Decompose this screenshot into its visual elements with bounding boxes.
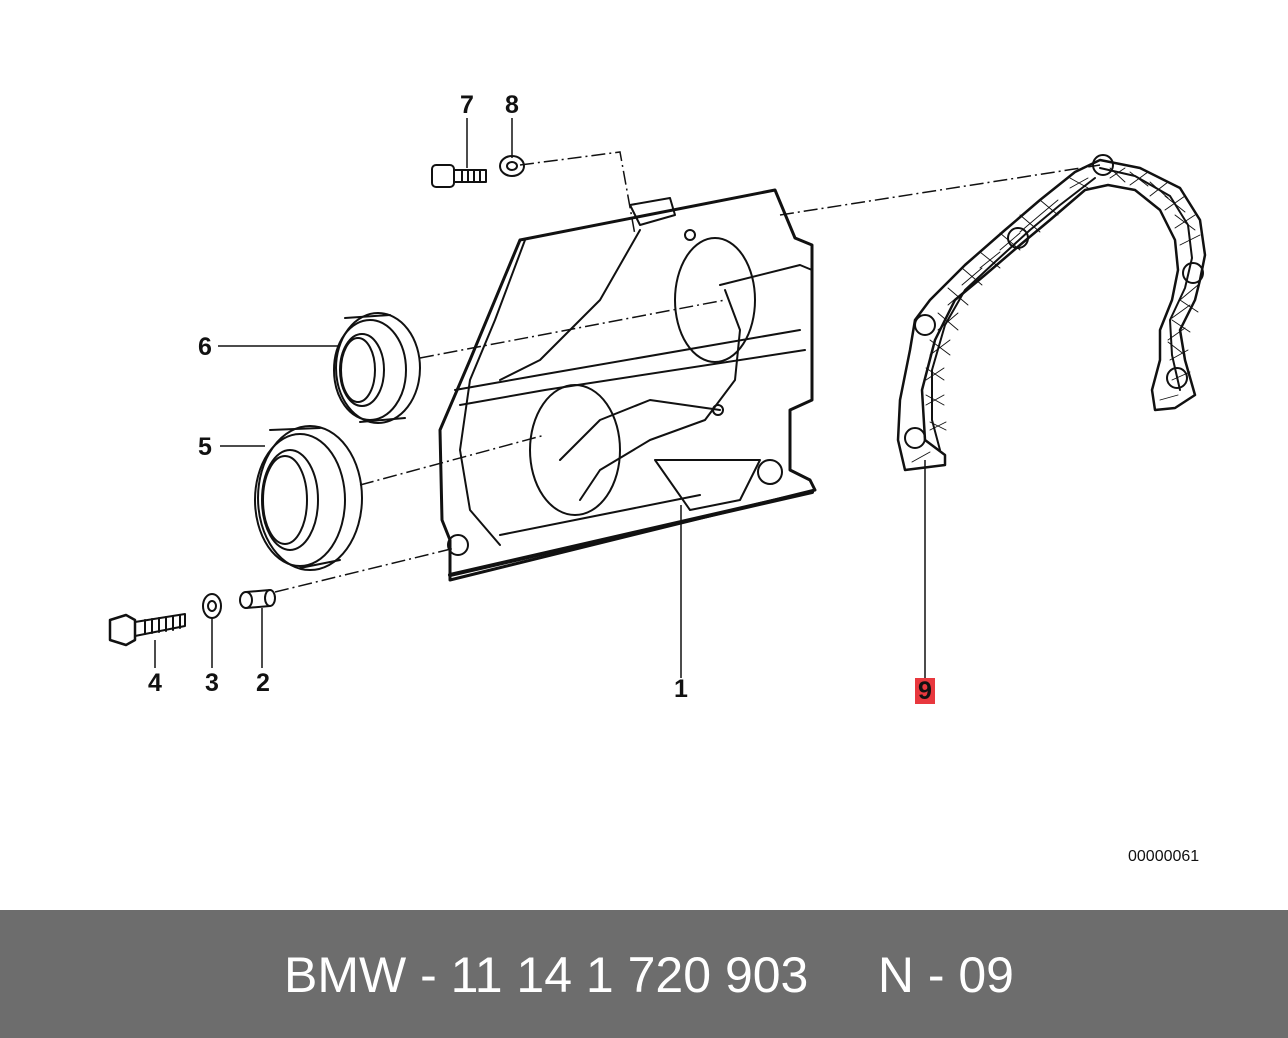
callout-5: 5 [198, 433, 212, 461]
washer [202, 593, 222, 619]
assembly-lines [274, 151, 1101, 593]
callout-3: 3 [205, 669, 219, 697]
diagram-reference-code: 00000061 [1128, 848, 1200, 865]
bolt-small [431, 164, 487, 188]
callout-1: 1 [674, 675, 688, 703]
callout-7: 7 [460, 91, 474, 119]
callout-4: 4 [148, 669, 162, 697]
dowel-sleeve [239, 589, 276, 609]
radial-seal-small [333, 312, 421, 424]
footer-bar [0, 910, 1288, 1038]
radial-seal-large [254, 425, 363, 571]
callout-9-highlighted: 9 [915, 678, 935, 704]
callout-2: 2 [256, 669, 270, 697]
part-number-caption: BMW - 11 14 1 720 903 N - 09 [284, 947, 1014, 1003]
exploded-view-drawing [108, 118, 1207, 678]
callout-6: 6 [198, 333, 212, 361]
callout-8: 8 [505, 91, 519, 119]
leader-lines [154, 118, 926, 678]
washer-small [499, 155, 525, 177]
bolt-long [108, 613, 186, 647]
parts-diagram: 7 8 6 5 4 3 2 1 9 00000061 [108, 91, 1207, 865]
timing-case-cover [438, 188, 817, 582]
gasket-hatch [911, 167, 1201, 463]
